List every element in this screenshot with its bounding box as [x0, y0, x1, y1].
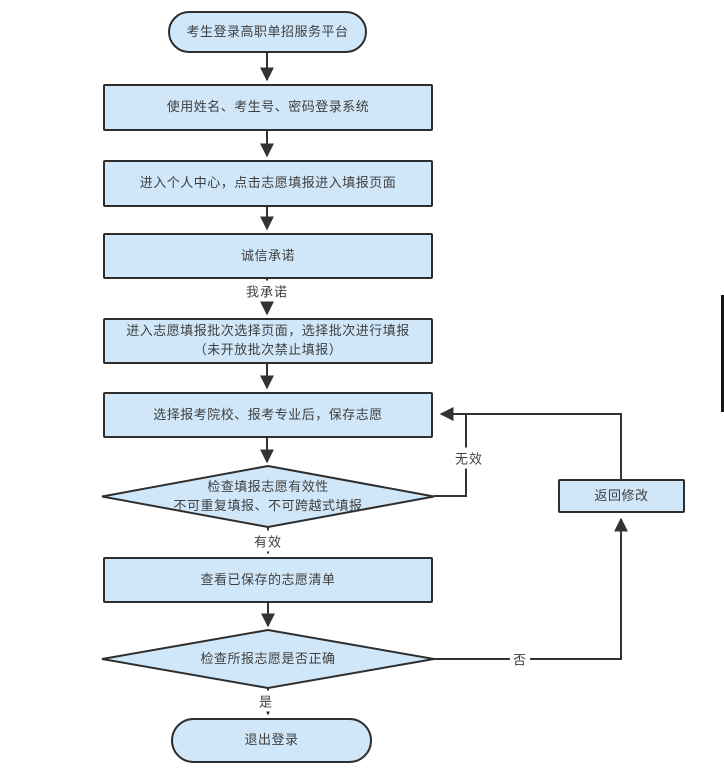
node-integrity-pledge: 诚信承诺 [103, 233, 433, 279]
node-return-modify: 返回修改 [558, 479, 685, 513]
node-batch-line1: 进入志愿填报批次选择页面，选择批次进行填报 [126, 323, 410, 339]
decision-correct-text: 检查所报志愿是否正确 [118, 632, 418, 686]
edge-label-promise: 我承诺 [242, 280, 292, 302]
edge-label-yes: 是 [255, 690, 277, 712]
edge-label-valid: 有效 [250, 530, 286, 552]
node-batch-select: 进入志愿填报批次选择页面，选择批次进行填报 （未开放批次禁止填报） [103, 318, 433, 364]
node-start: 考生登录高职单招服务平台 [168, 11, 367, 53]
decision-correct-diamond [101, 628, 435, 690]
node-choose-school: 选择报考院校、报考专业后，保存志愿 [103, 392, 433, 438]
node-batch-line2: （未开放批次禁止填报） [193, 342, 343, 357]
flow-arrows [260, 53, 628, 716]
edge-label-invalid: 无效 [451, 447, 487, 469]
node-saved-list: 查看已保存的志愿清单 [103, 557, 433, 603]
node-personal-center: 进入个人中心，点击志愿填报进入填报页面 [103, 160, 433, 207]
node-login: 使用姓名、考生号、密码登录系统 [103, 84, 433, 131]
arrow-correct-no-to-return [434, 517, 628, 660]
arrow-return-to-school [439, 407, 622, 479]
right-edge-line [721, 295, 724, 412]
decision-validity-text: 检查填报志愿有效性 不可重复填报、不可跨越式填报 [118, 468, 418, 525]
decision-correct-line1: 检查所报志愿是否正确 [200, 650, 336, 666]
decision-validity-line1: 检查填报志愿有效性 [207, 478, 329, 494]
decision-validity-diamond [101, 464, 435, 529]
decision-validity-line2: 不可重复填报、不可跨越式填报 [173, 497, 363, 513]
node-logout: 退出登录 [171, 718, 372, 763]
edge-label-no: 否 [509, 648, 531, 670]
line-validity-invalid-branch [434, 415, 467, 497]
